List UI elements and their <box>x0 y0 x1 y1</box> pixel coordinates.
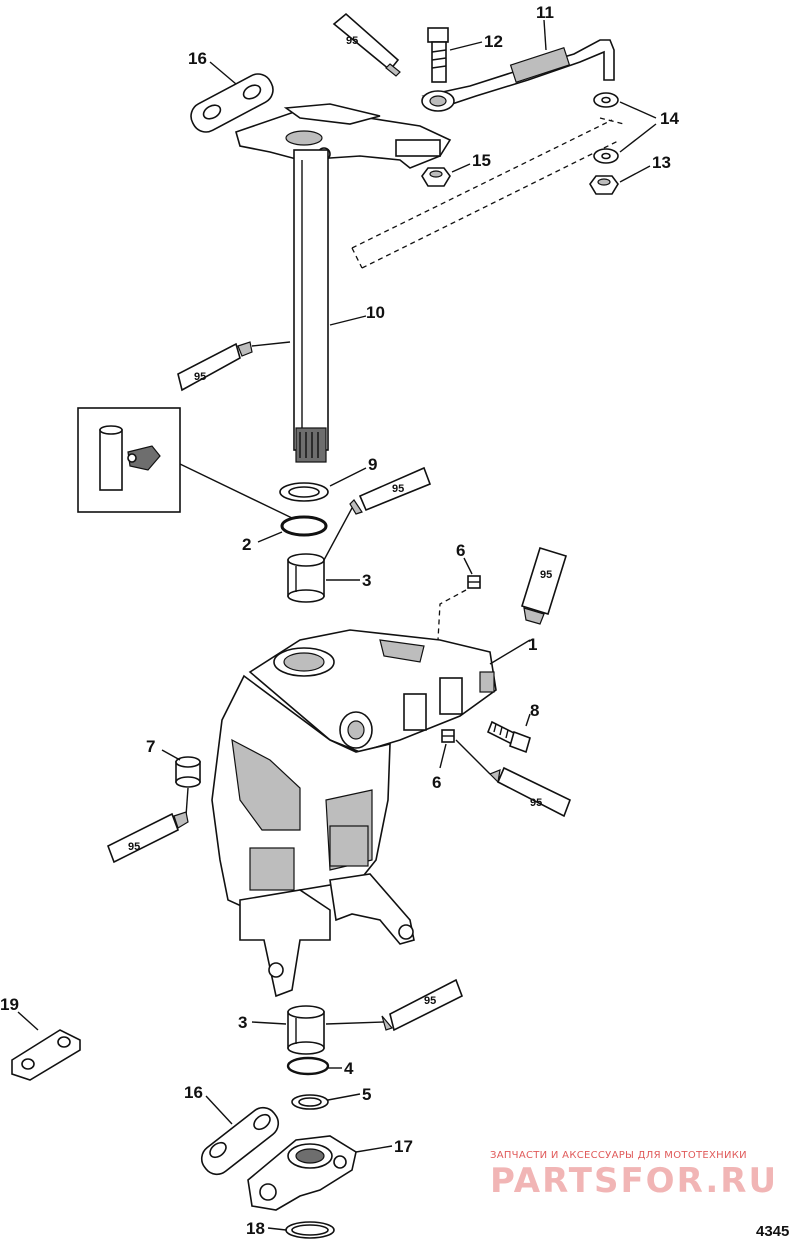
part-3-upper-bushing <box>287 553 325 603</box>
callout-17: 17 <box>394 1137 413 1156</box>
callout-16-top: 16 <box>188 49 207 68</box>
callout-2: 2 <box>242 535 251 554</box>
callout-16-bottom: 16 <box>184 1083 203 1102</box>
callout-14: 14 <box>660 109 679 128</box>
part-10-steering-arm-head <box>235 103 452 169</box>
sealant-tube-mid: 95 <box>349 466 432 515</box>
callout-12: 12 <box>484 32 503 51</box>
callout-15: 15 <box>472 151 491 170</box>
callout-6-lower: 6 <box>432 773 441 792</box>
watermark: ЗАПЧАСТИ И АКСЕССУАРЫ ДЛЯ МОТОТЕХНИКИ PA… <box>490 1150 778 1201</box>
part-16-top-plate <box>190 73 274 133</box>
sealant-tube-left-lower: 95 <box>106 811 189 864</box>
part-16-bottom-plate <box>200 1106 280 1176</box>
part-12-bolt <box>427 27 449 83</box>
callout-9: 9 <box>368 455 377 474</box>
callout-5: 5 <box>362 1085 371 1104</box>
callout-3-lower: 3 <box>238 1013 247 1032</box>
part-2-o-ring <box>280 515 328 537</box>
part-6-upper-fitting <box>467 575 481 589</box>
callout-6-upper: 6 <box>456 541 465 560</box>
svg-text:95: 95 <box>128 841 140 853</box>
part-8-bolt <box>486 720 531 754</box>
sealant-tube-right-top: 95 <box>520 547 568 625</box>
part-3-lower-bushing <box>287 1005 325 1055</box>
part-5-washer <box>291 1094 329 1110</box>
callout-3-upper: 3 <box>362 571 371 590</box>
part-6-lower-fitting <box>441 729 455 743</box>
callout-11: 11 <box>536 3 554 22</box>
part-10-steering-shaft <box>293 149 329 463</box>
tilt-tube-phantom <box>351 117 625 269</box>
callout-10: 10 <box>366 303 385 322</box>
part-19-plate <box>11 1029 81 1081</box>
sealant-tube-top: 95 <box>332 12 401 77</box>
watermark-logo: PARTSFOR.RU <box>490 1161 778 1201</box>
svg-text:95: 95 <box>530 797 542 809</box>
detail-inset-box <box>77 407 181 513</box>
part-18-ring <box>285 1221 335 1239</box>
callout-1: 1 <box>528 635 537 654</box>
callout-4: 4 <box>344 1059 354 1078</box>
callout-7: 7 <box>146 737 155 756</box>
part-7-bushing <box>175 756 201 788</box>
callout-8: 8 <box>530 701 539 720</box>
svg-text:95: 95 <box>540 569 552 581</box>
part-14-washers <box>593 92 619 164</box>
sealant-tube-lower-right: 95 <box>381 978 464 1032</box>
part-11-link-rod <box>421 39 615 112</box>
part-15-nut <box>421 167 451 187</box>
callout-18: 18 <box>246 1219 265 1238</box>
sealant-tube-right-bottom: 95 <box>488 766 572 818</box>
part-9-washer <box>279 482 329 502</box>
part-1-swivel-bracket <box>211 629 497 998</box>
svg-text:95: 95 <box>194 371 206 383</box>
svg-text:95: 95 <box>346 35 358 47</box>
figure-number: 4345 <box>756 1223 789 1240</box>
part-4-o-ring <box>286 1056 330 1076</box>
svg-text:95: 95 <box>392 483 404 495</box>
watermark-tagline: ЗАПЧАСТИ И АКСЕССУАРЫ ДЛЯ МОТОТЕХНИКИ <box>490 1150 747 1161</box>
sealant-tube-left: 95 <box>177 341 253 392</box>
svg-text:95: 95 <box>424 995 436 1007</box>
callout-19: 19 <box>0 995 19 1014</box>
part-13-nut <box>589 175 619 195</box>
callout-13: 13 <box>652 153 671 172</box>
part-17-yoke <box>247 1135 357 1211</box>
